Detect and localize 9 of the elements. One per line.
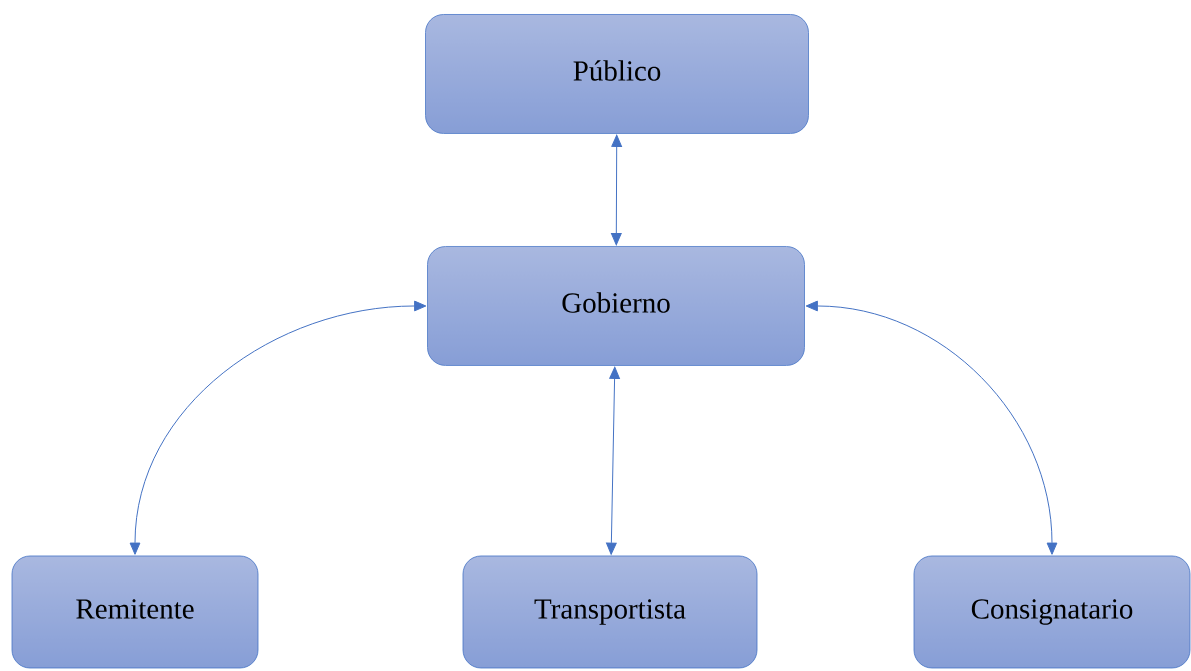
arrow xyxy=(610,134,623,246)
arrow xyxy=(805,300,1058,555)
process-box: Público xyxy=(425,14,809,134)
process-box: Consignatario xyxy=(913,555,1191,669)
process-box: Remitente xyxy=(11,555,259,669)
process-box: Gobierno xyxy=(427,246,805,366)
process-box: Transportista xyxy=(462,555,758,669)
arrow xyxy=(606,366,620,555)
arrow xyxy=(129,300,427,555)
